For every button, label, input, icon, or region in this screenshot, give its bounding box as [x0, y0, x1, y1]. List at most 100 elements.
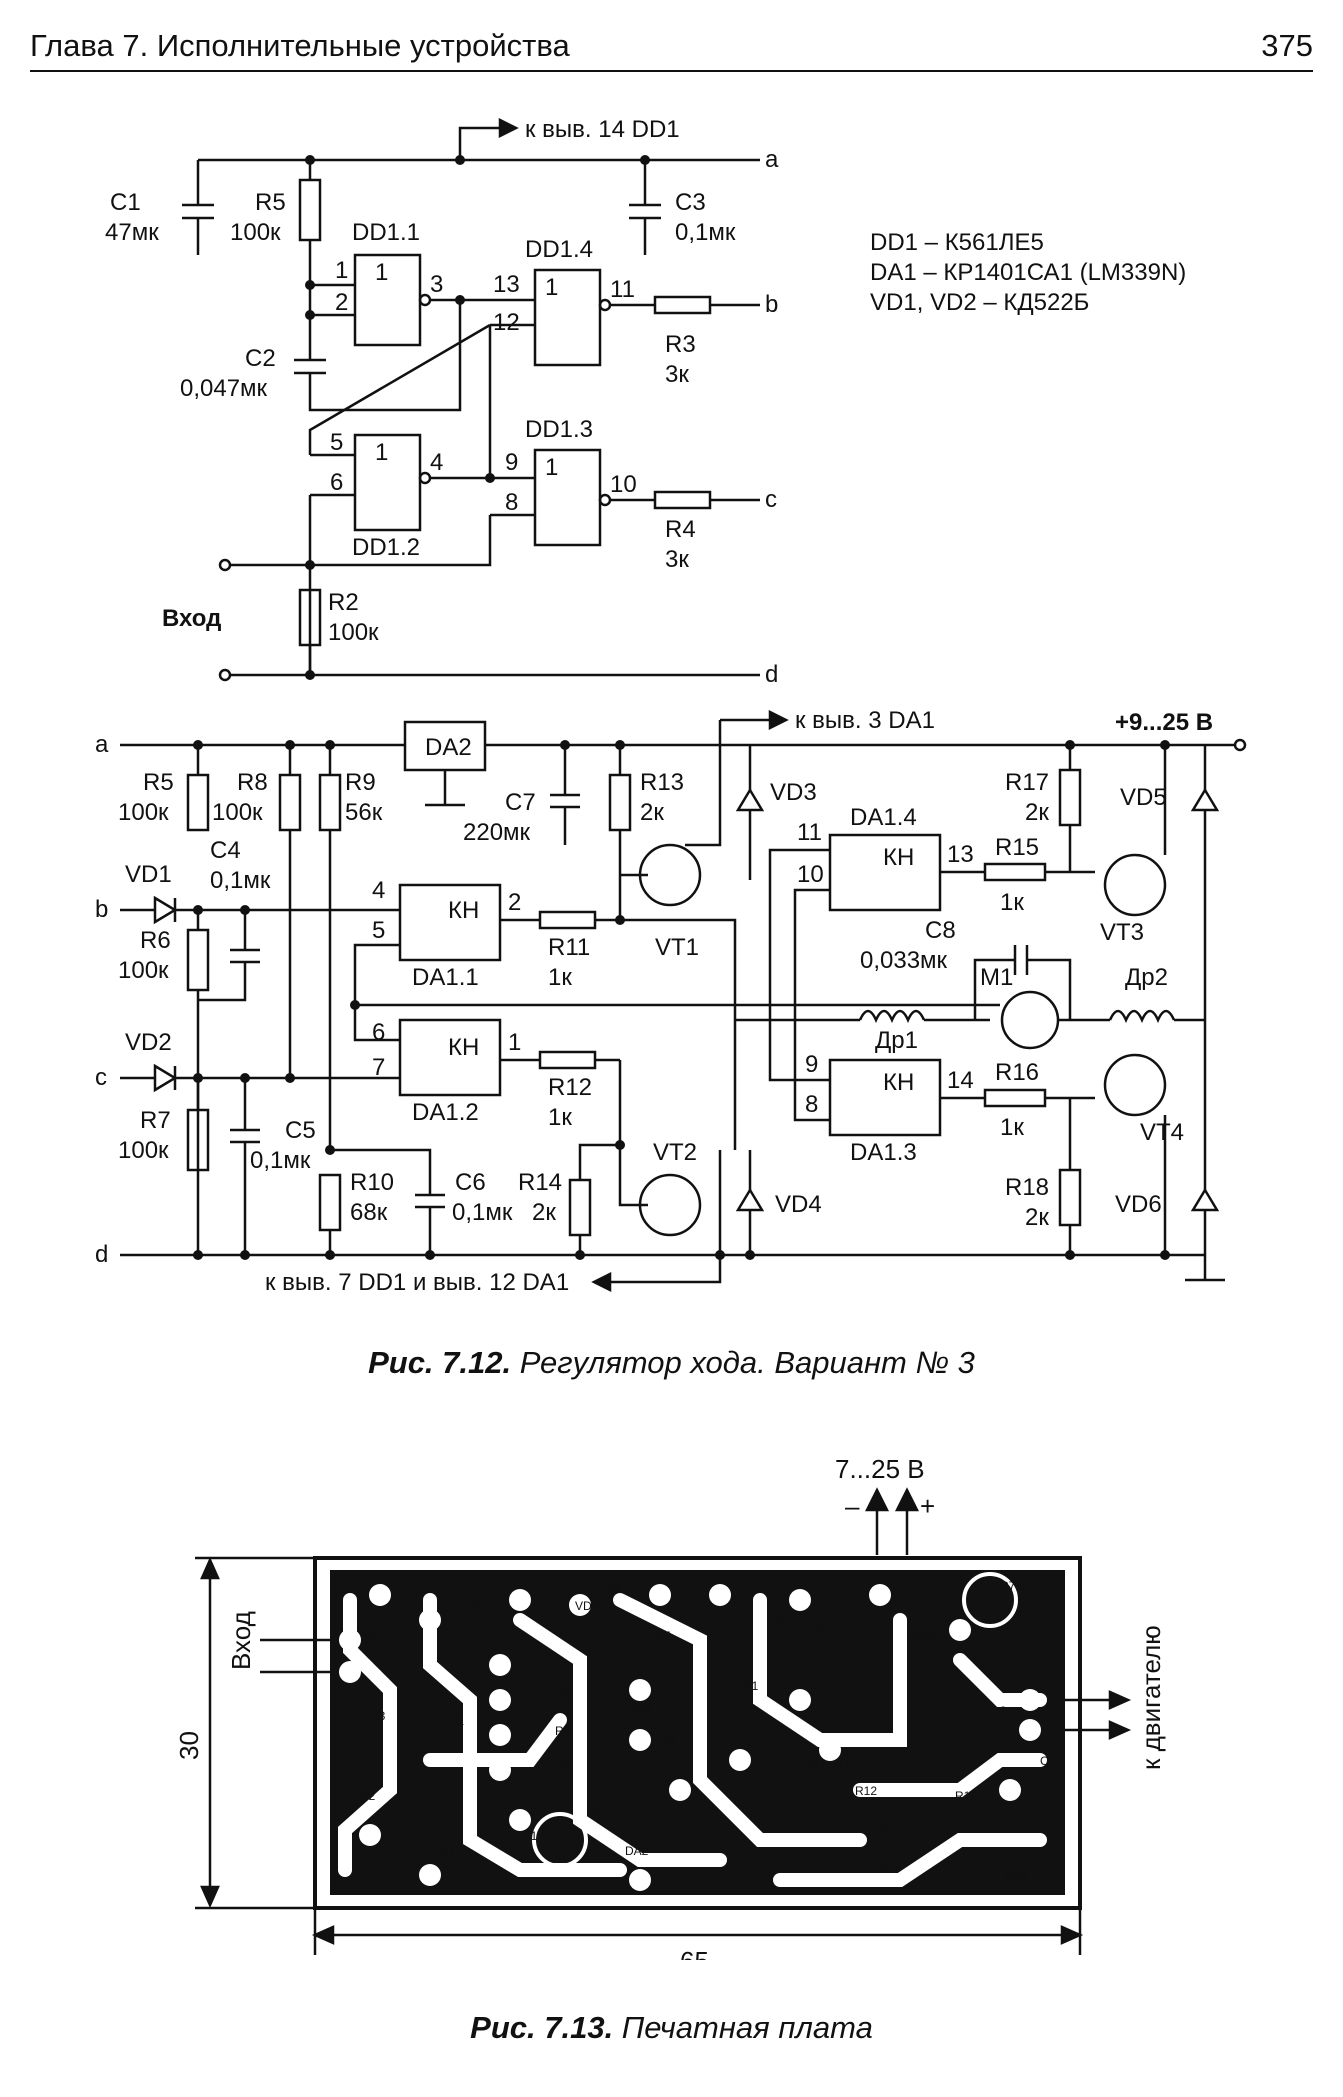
pin-label: 7 [372, 1054, 385, 1081]
schematic-logic: к выв. 14 DD1 a b c d Вход C1 47мк R5 10… [105, 116, 1186, 688]
pcb-label: C5 [606, 1581, 622, 1595]
page-header: Глава 7. Исполнительные устройства 375 [30, 22, 1313, 72]
pcb-label: Др2 [985, 1704, 1007, 1718]
pcb-motor-label: к двигателю [1136, 1625, 1166, 1770]
part-label: 0,033мк [860, 947, 948, 974]
node-b: b [765, 291, 778, 318]
part-label: VT1 [655, 934, 699, 961]
pcb-drawing: R2 R6 VD2 C5 R7 R10 C6 R14 R13 DA3 C7 C4… [174, 1454, 1166, 1960]
pin-label: 9 [505, 449, 518, 476]
pin-label: 10 [797, 861, 824, 888]
gate-dd13-label: DD1.3 [525, 416, 593, 443]
part-label: 2к [1025, 799, 1049, 826]
part-label: R11 [548, 934, 590, 961]
chapter-title: Глава 7. Исполнительные устройства [30, 28, 570, 63]
node-a: a [95, 731, 109, 758]
part-label: R14 [518, 1169, 562, 1196]
part-label: 1к [548, 964, 572, 991]
pcb-label: Др1 [950, 1704, 972, 1718]
pin-label: 5 [330, 429, 343, 456]
pin-label: 1 [335, 257, 348, 284]
part-label: R10 [350, 1169, 394, 1196]
r3-name: R3 [665, 331, 696, 358]
part-label: R9 [345, 769, 376, 796]
pcb-label: C7 [1000, 1579, 1016, 1593]
part-label: R16 [995, 1059, 1039, 1086]
pin-label: 11 [797, 819, 822, 846]
page-number: 375 [1261, 28, 1313, 63]
pin-label: 10 [610, 471, 637, 498]
part-label: 2к [532, 1199, 556, 1226]
pin-label: 6 [372, 1019, 385, 1046]
pcb-label: R10 [705, 1609, 727, 1623]
pin-label: 5 [372, 917, 385, 944]
part-label: VT4 [1140, 1119, 1184, 1146]
part-label: Др2 [1125, 964, 1168, 991]
pin-label: 2 [508, 889, 521, 916]
part-label: VD1 [125, 861, 172, 888]
node-b: b [95, 896, 108, 923]
r5-name: R5 [255, 189, 286, 216]
part-label: VT3 [1100, 919, 1144, 946]
gate-dd14-label: DD1.4 [525, 236, 593, 263]
pcb-label: C9 [400, 1874, 416, 1888]
part-label: R6 [140, 927, 171, 954]
part-label: R5 [143, 769, 174, 796]
part-label: КН [883, 844, 914, 871]
c3-value: 0,1мк [675, 219, 736, 246]
pcb-label: C8 [1040, 1754, 1056, 1768]
part-label: R17 [1005, 769, 1049, 796]
pin-label: 14 [947, 1067, 974, 1094]
gate-dd14-func: 1 [545, 274, 558, 301]
pin-label: 3 [430, 271, 443, 298]
c1-value: 47мк [105, 219, 159, 246]
pcb-label: R7 [655, 1629, 671, 1643]
pcb-input-label: Вход [226, 1611, 256, 1670]
pcb-label: C3 [370, 1709, 386, 1723]
part-label: R18 [1005, 1174, 1049, 1201]
pcb-label: R12 [855, 1784, 877, 1798]
pcb-label: R5 [590, 1804, 606, 1818]
pcb-label: R16 [880, 1859, 902, 1873]
part-label: 0,1мк [250, 1147, 311, 1174]
pin-label: 11 [610, 276, 635, 303]
figure-caption-712: Рис. 7.12. Регулятор хода. Вариант № 3 [368, 1345, 975, 1380]
arrow-label-pin14: к выв. 14 DD1 [525, 116, 680, 143]
pcb-label: R9 [660, 1734, 676, 1748]
gate-dd11-label: DD1.1 [352, 219, 420, 246]
pcb-label: C4 [525, 1639, 541, 1653]
part-label: VD2 [125, 1029, 172, 1056]
gate-dd13-func: 1 [545, 454, 558, 481]
pcb-label: VD1 [630, 1701, 654, 1715]
part-label: DA1.1 [412, 964, 479, 991]
note-da1: DA1 – КР1401СА1 (LM339N) [870, 259, 1186, 286]
pcb-part-labels: R2 R6 VD2 C5 R7 R10 C6 R14 R13 DA3 C7 C4… [360, 1579, 1056, 1888]
part-label: 100к [118, 957, 169, 984]
c2-value: 0,047мк [180, 375, 268, 402]
arrow-label-pin7: к выв. 7 DD1 и выв. 12 DA1 [265, 1269, 569, 1296]
pin-label: 12 [493, 309, 520, 336]
r2-name: R2 [328, 589, 359, 616]
gate-dd12-label: DD1.2 [352, 534, 420, 561]
pcb-label: R2 [365, 1629, 381, 1643]
pin-label: 2 [335, 289, 348, 316]
pcb-height-dim: 30 [174, 1731, 204, 1760]
pcb-label: R4 [555, 1724, 571, 1738]
r5-value: 100к [230, 219, 281, 246]
part-label: DA1.3 [850, 1139, 917, 1166]
note-vd: VD1, VD2 – КД522Б [870, 289, 1089, 316]
part-label: 1к [548, 1104, 572, 1131]
part-label: M1 [980, 964, 1013, 991]
r2-value: 100к [328, 619, 379, 646]
pcb-label: R19 [955, 1789, 977, 1803]
pcb-label: C2 [360, 1789, 376, 1803]
r4-value: 3к [665, 546, 689, 573]
c2-name: C2 [245, 345, 276, 372]
part-label: Др1 [875, 1027, 918, 1054]
pin-label: 1 [508, 1029, 521, 1056]
gate-dd12-func: 1 [375, 439, 388, 466]
pcb-label: R6 [465, 1594, 481, 1608]
part-label: C5 [285, 1117, 316, 1144]
part-label: 0,1мк [210, 867, 271, 894]
part-label: C6 [455, 1169, 486, 1196]
